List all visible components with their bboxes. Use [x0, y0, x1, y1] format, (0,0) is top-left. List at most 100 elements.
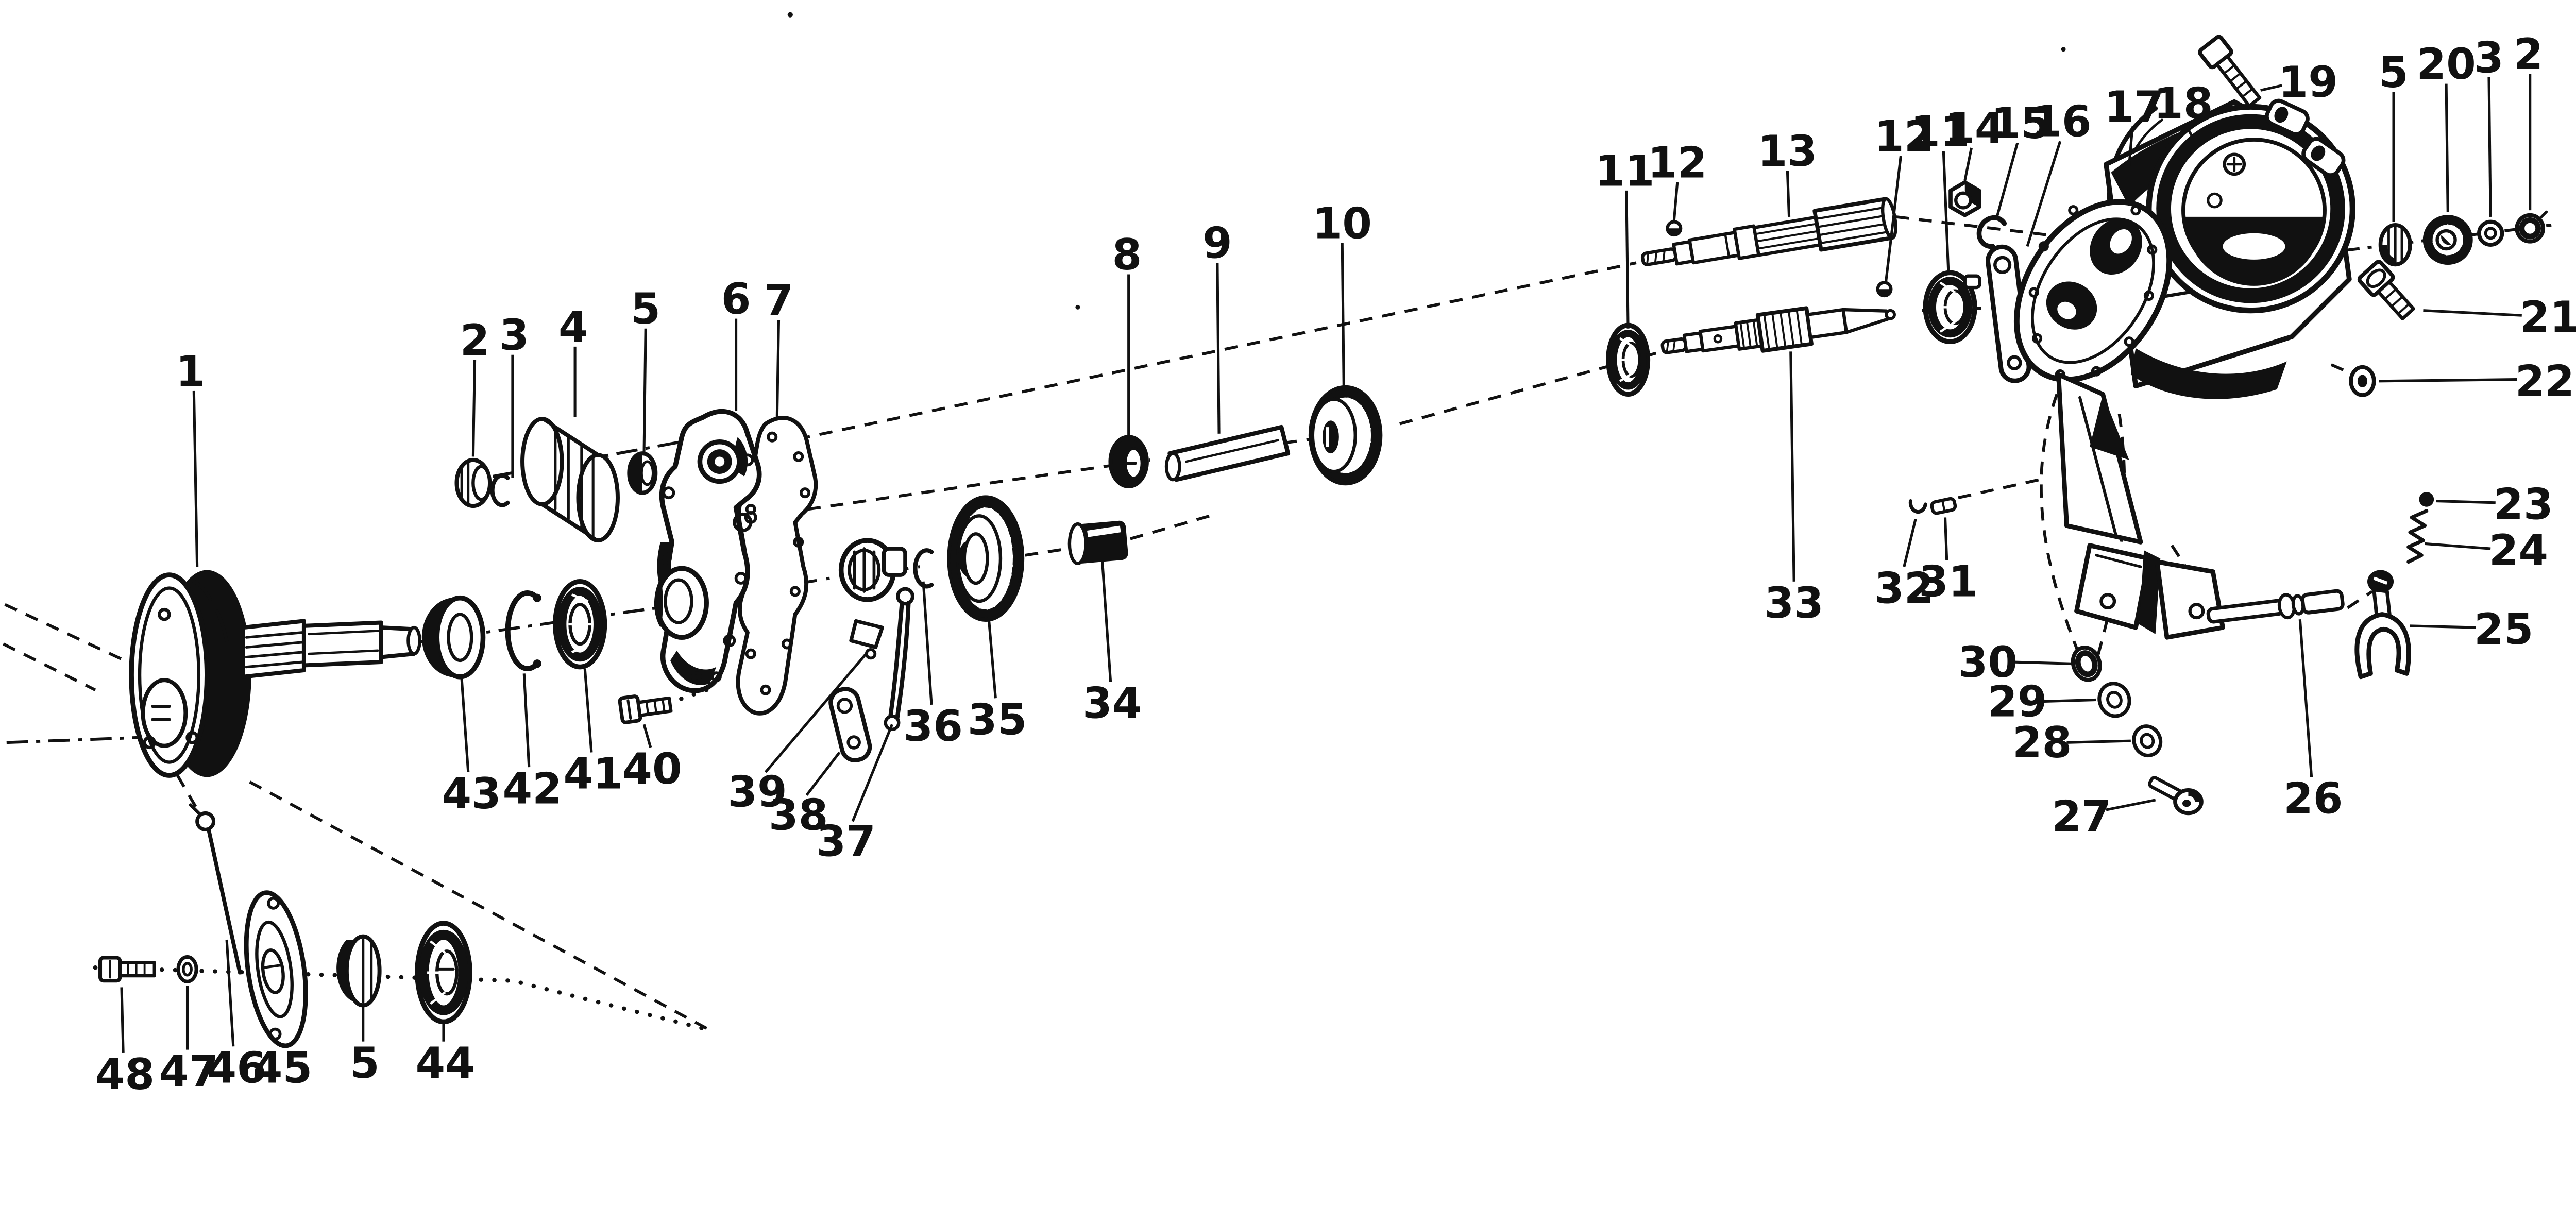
- housing-feet: [2056, 372, 2225, 640]
- part-36-ratchet-hub: [838, 538, 907, 602]
- part-8-bearing-ring: [1108, 435, 1149, 489]
- part-label-27: 27: [2052, 792, 2111, 842]
- part-1-shaft: [241, 619, 421, 679]
- part-28-washer: [2132, 724, 2163, 757]
- part-label-26: 26: [2283, 773, 2343, 823]
- part-label-31: 31: [1919, 557, 1978, 607]
- leader-line-45: [278, 1044, 282, 1048]
- part-6-cover: [654, 409, 762, 693]
- part-38-link-plate: [828, 687, 872, 762]
- part-1-flywheel: [129, 570, 421, 778]
- leader-line-2: [471, 360, 477, 457]
- leader-line-35: [988, 621, 997, 699]
- part-19-bolt: [2198, 35, 2262, 108]
- part-label-48: 48: [95, 1049, 155, 1099]
- part-label-38: 38: [769, 790, 828, 840]
- part-9-pin: [1164, 424, 1291, 482]
- leader-line-41: [583, 668, 593, 753]
- part-label-17: 17: [2105, 82, 2164, 132]
- part-label-42: 42: [502, 763, 562, 813]
- part-47-washer: [176, 955, 198, 983]
- part-32-clip: [1908, 499, 1927, 514]
- part-20-gear: [2422, 215, 2473, 265]
- leader-line-37: [851, 724, 893, 822]
- dashed-axis: [2347, 590, 2374, 609]
- leader-line-17: [2128, 126, 2134, 166]
- leader-line-12: [1885, 156, 1902, 281]
- part-45-flange-plate: [244, 890, 308, 1048]
- leader-line-33: [1789, 351, 1795, 582]
- part-label-13: 13: [1758, 126, 1817, 176]
- part-17-housing: [2013, 98, 2355, 640]
- part-42-circlip: [505, 590, 541, 671]
- part-label-21: 21: [2520, 292, 2576, 342]
- part-15-clip: [1976, 215, 2007, 249]
- part-31-pin: [1930, 497, 1957, 515]
- part-5-bushing-bottom: [336, 934, 382, 1008]
- part-label-2: 2: [2514, 29, 2544, 79]
- part-21-bolt: [2357, 260, 2415, 320]
- part-label-36: 36: [904, 701, 963, 751]
- part-label-25: 25: [2474, 604, 2533, 654]
- leader-line-30: [2012, 660, 2072, 665]
- part-label-24: 24: [2489, 525, 2548, 575]
- leader-line-11: [1625, 190, 1630, 329]
- part-3-washer-right: [2477, 219, 2504, 247]
- dashdot-axis: [6, 736, 138, 744]
- part-label-12: 12: [1648, 138, 1707, 188]
- part-label-45: 45: [253, 1043, 312, 1093]
- part-label-41: 41: [563, 749, 622, 799]
- part-26-shift-rod: [2206, 589, 2345, 624]
- leader-line-25: [2410, 624, 2476, 629]
- leader-line-29: [2042, 698, 2096, 703]
- part-40-bolt: [618, 694, 673, 724]
- leader-line-38: [805, 751, 841, 796]
- leader-line-15: [1994, 142, 2019, 220]
- leader-line-34: [1101, 562, 1112, 682]
- dashed-axis: [729, 261, 1637, 455]
- part-label-11: 11: [1910, 107, 1970, 157]
- part-11-bearing-left: [1606, 322, 1651, 397]
- housing-lug: [2301, 137, 2346, 177]
- leader-line-48: [120, 987, 125, 1054]
- part-label-46: 46: [207, 1043, 266, 1093]
- dashed-axis: [739, 351, 1657, 521]
- housing-lug: [2265, 98, 2310, 137]
- part-27-bolt: [2148, 776, 2204, 816]
- leader-line-46: [225, 939, 235, 1047]
- part-44-bearing: [415, 921, 472, 1025]
- part-label-2: 2: [460, 315, 490, 365]
- dashed-axis: [713, 513, 1216, 600]
- part-label-8: 8: [1112, 230, 1142, 280]
- part-label-5: 5: [631, 284, 660, 334]
- leader-line-1: [192, 390, 199, 567]
- part-label-5: 5: [2379, 47, 2409, 97]
- part-48-bolt: [98, 956, 156, 983]
- leader-line-36: [922, 581, 933, 705]
- part-2-ring-right: [2515, 210, 2548, 244]
- part-label-5: 5: [350, 1038, 380, 1088]
- dashed-axis: [249, 780, 710, 1031]
- part-12-ball: [1666, 220, 1683, 237]
- gasket-bolt-holes: [745, 431, 811, 695]
- leader-line-43: [460, 678, 470, 772]
- part-29-washer: [2097, 682, 2131, 718]
- leader-line-24: [2425, 542, 2491, 550]
- part-label-44: 44: [415, 1038, 474, 1088]
- dashed-axis: [4, 603, 132, 665]
- part-43-seal: [421, 595, 486, 680]
- part-label-28: 28: [2012, 718, 2072, 768]
- part-label-22: 22: [2515, 356, 2574, 406]
- part-3-circlip: [490, 473, 510, 507]
- part-39-pawl: [849, 619, 884, 660]
- part-label-9: 9: [1202, 218, 1232, 268]
- leader-line-16: [2026, 141, 2062, 247]
- part-label-35: 35: [968, 694, 1027, 744]
- part-12-ball-2: [1876, 281, 1893, 298]
- leader-line-27: [2106, 799, 2156, 811]
- dashed-axis: [176, 774, 202, 816]
- part-label-11: 11: [1595, 146, 1654, 196]
- part-label-3: 3: [2474, 32, 2504, 82]
